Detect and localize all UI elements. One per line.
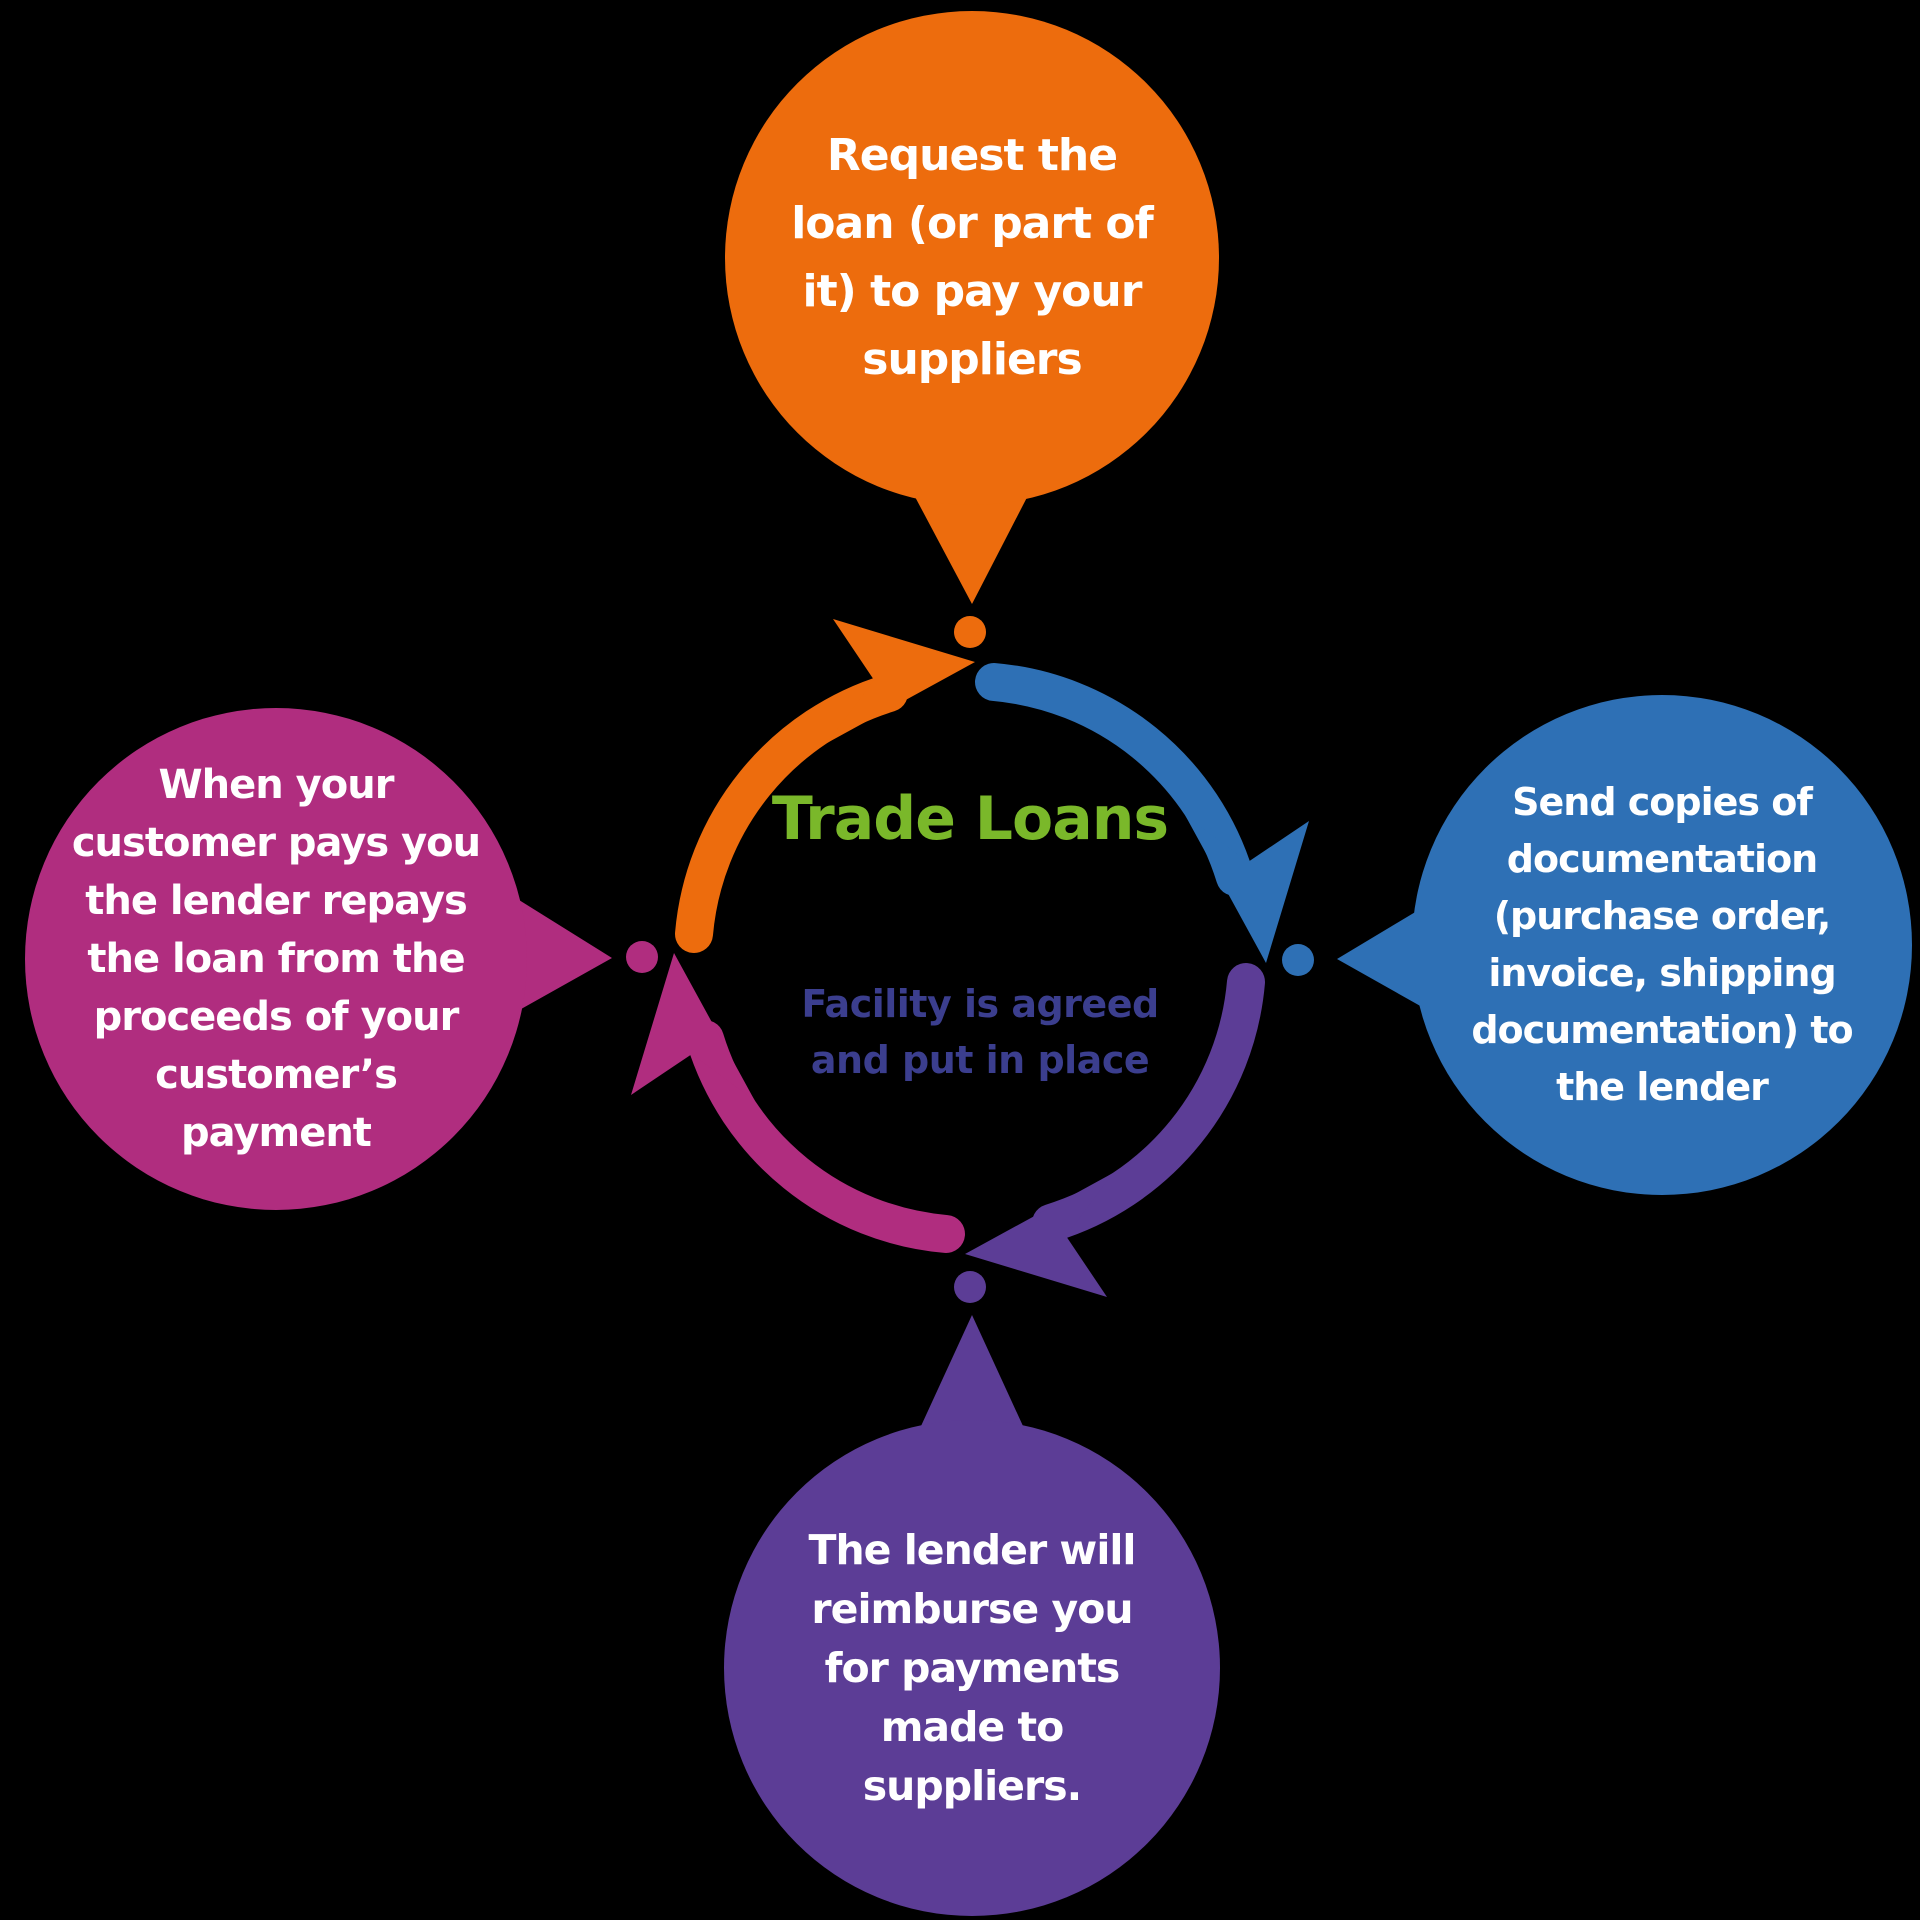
diagram-title: Trade Loans [771, 784, 1169, 854]
bubble-tail-top [905, 478, 1037, 604]
connector-dot-left [626, 941, 658, 973]
bubble-customer-payment-text: When your customer pays you the lender r… [71, 762, 481, 1156]
diagram-subtitle: Facility is agreed and put in place [801, 982, 1159, 1082]
connector-dot-bottom [954, 1271, 986, 1303]
bubble-customer-payment: When your customer pays you the lender r… [25, 708, 527, 1210]
cycle-arrow-orange [694, 619, 975, 934]
bubble-tail-bottom [910, 1315, 1034, 1450]
bubble-lender-reimburse-text: The lender will reimburse you for paymen… [808, 1525, 1137, 1810]
bubble-send-documentation: Send copies of documentation (purchase o… [1412, 695, 1912, 1195]
connector-dot-top [954, 616, 986, 648]
bubble-request-loan: Request the loan (or part of it) to pay … [725, 11, 1219, 505]
bubble-send-documentation-text: Send copies of documentation (purchase o… [1471, 780, 1853, 1109]
bubble-request-loan-text: Request the loan (or part of it) to pay … [791, 130, 1154, 385]
bubble-tail-left [503, 890, 612, 1018]
connector-dot-right [1282, 944, 1314, 976]
bubble-lender-reimburse: The lender will reimburse you for paymen… [724, 1420, 1220, 1916]
